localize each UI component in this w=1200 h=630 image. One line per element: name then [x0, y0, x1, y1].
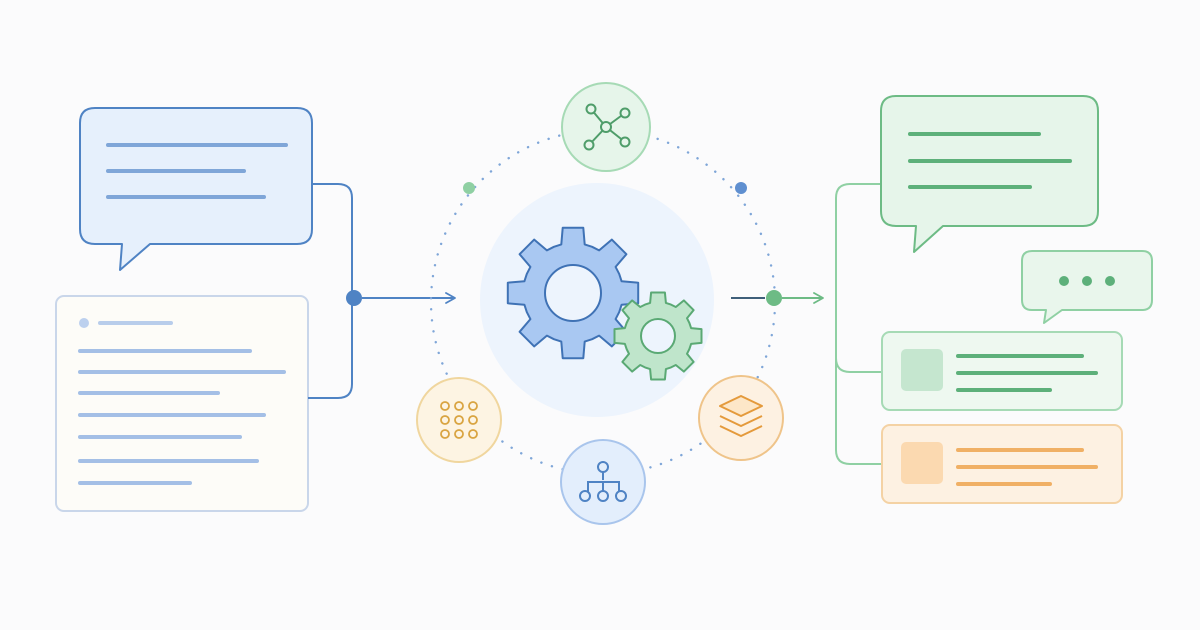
grid-dot — [440, 401, 450, 411]
grid-dot — [454, 429, 464, 439]
input-merge-node — [346, 290, 362, 306]
card-thumbnail-icon — [901, 442, 943, 484]
processing-hub — [416, 82, 784, 525]
small-gear — [613, 291, 703, 381]
output-typing-bubble — [1021, 250, 1153, 324]
document-header-dot — [79, 318, 89, 328]
output-connector — [731, 183, 882, 465]
chat-bubble-icon — [880, 95, 1099, 253]
layers-node — [698, 375, 784, 461]
large-gear — [506, 226, 640, 360]
layers-icon — [719, 395, 763, 437]
orbit-dot-green — [463, 182, 475, 194]
grid-dot — [454, 415, 464, 425]
card-thumbnail-icon — [901, 349, 943, 391]
grid-dot — [454, 401, 464, 411]
input-connector — [308, 183, 456, 399]
network-graph-icon — [583, 103, 631, 151]
output-node — [766, 290, 782, 306]
input-document — [55, 295, 309, 512]
grid-dot — [468, 429, 478, 439]
grid-dot — [468, 415, 478, 425]
tree-node — [560, 439, 646, 525]
grid-dot — [468, 401, 478, 411]
gears-icon — [506, 226, 703, 381]
typing-dot — [1059, 276, 1069, 286]
typing-ellipsis-icon — [1021, 250, 1153, 324]
orange-card — [881, 424, 1123, 504]
hierarchy-icon — [579, 461, 627, 502]
input-chat-bubble — [79, 107, 313, 271]
orbit-dot-blue — [735, 182, 747, 194]
typing-dot — [1105, 276, 1115, 286]
grid-dot — [440, 429, 450, 439]
grid-dot — [440, 415, 450, 425]
document-icon — [55, 295, 309, 512]
grid-node — [416, 377, 502, 463]
typing-dot — [1082, 276, 1092, 286]
output-chat-bubble — [880, 95, 1099, 253]
green-card — [881, 331, 1123, 411]
network-node — [561, 82, 651, 172]
chat-bubble-icon — [79, 107, 313, 271]
dot-grid-icon — [440, 401, 478, 439]
